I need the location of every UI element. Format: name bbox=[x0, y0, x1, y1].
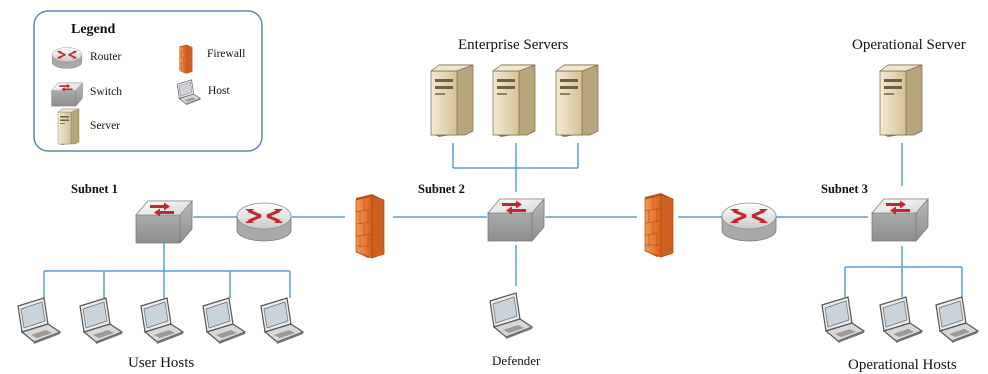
legend-box bbox=[33, 10, 263, 152]
defender-label: Defender bbox=[492, 353, 541, 368]
firewall-2-icon bbox=[644, 192, 674, 258]
subnet3-switch-icon bbox=[871, 198, 929, 242]
operational-server-icon bbox=[879, 64, 923, 138]
enterprise-servers-label: Enterprise Servers bbox=[458, 37, 569, 53]
legend-firewall-icon bbox=[179, 44, 193, 74]
operational-host-3-icon bbox=[935, 296, 979, 344]
subnet2-label: Subnet 2 bbox=[418, 182, 465, 196]
user-host-5-icon bbox=[260, 297, 304, 345]
subnet1-label: Subnet 1 bbox=[71, 182, 118, 196]
network-links bbox=[43, 143, 963, 298]
operational-server-label: Operational Server bbox=[852, 37, 966, 53]
enterprise-server-1-icon bbox=[430, 64, 474, 138]
user-host-3-icon bbox=[140, 297, 184, 345]
subnet1-router-icon bbox=[235, 201, 293, 243]
operational-host-1-icon bbox=[821, 296, 865, 344]
firewall-1-icon bbox=[355, 193, 385, 259]
legend-router-label: Router bbox=[90, 51, 122, 63]
subnet3-label: Subnet 3 bbox=[821, 182, 868, 196]
legend-firewall-label: Firewall bbox=[207, 48, 246, 60]
legend-title: Legend bbox=[71, 22, 116, 37]
enterprise-server-3-icon bbox=[555, 64, 599, 138]
user-host-4-icon bbox=[202, 297, 246, 345]
user-host-1-icon bbox=[17, 297, 61, 345]
defender-host-icon bbox=[489, 292, 533, 340]
operational-host-2-icon bbox=[879, 296, 923, 344]
legend-server-icon bbox=[57, 108, 80, 146]
legend-host-label: Host bbox=[208, 85, 230, 97]
legend-router-icon bbox=[51, 46, 83, 70]
enterprise-server-2-icon bbox=[492, 64, 536, 138]
subnet1-switch-icon bbox=[135, 200, 193, 244]
subnet2-switch-icon bbox=[487, 198, 545, 242]
user-host-2-icon bbox=[79, 297, 123, 345]
legend-switch-icon bbox=[51, 82, 83, 107]
subnet3-router-icon bbox=[720, 201, 778, 243]
legend-switch-label: Switch bbox=[90, 86, 122, 98]
user-hosts-label: User Hosts bbox=[128, 355, 195, 371]
operational-hosts-label: Operational Hosts bbox=[848, 357, 957, 373]
legend-server-label: Server bbox=[90, 120, 121, 132]
